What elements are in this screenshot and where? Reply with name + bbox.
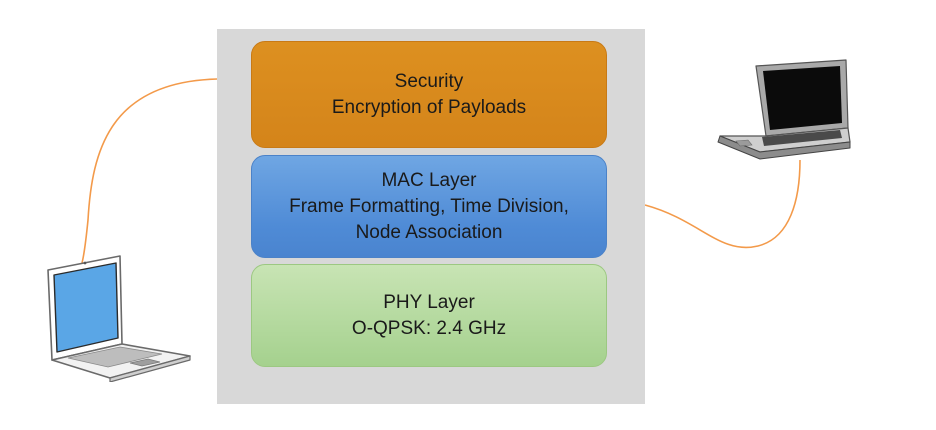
mac-layer-title: MAC Layer (381, 169, 477, 191)
mac-layer-detail-2: Node Association (355, 221, 503, 243)
security-layer-detail: Encryption of Payloads (331, 96, 527, 118)
security-layer-box: Security Encryption of Payloads (251, 41, 607, 148)
vintage-laptop-icon (717, 59, 851, 160)
mac-layer-detail-1: Frame Formatting, Time Division, (289, 195, 569, 217)
phy-layer-detail: O-QPSK: 2.4 GHz (351, 317, 507, 339)
wire-left (81, 78, 218, 264)
mac-layer-box: MAC Layer Frame Formatting, Time Divisio… (251, 155, 607, 258)
security-layer-title: Security (394, 70, 464, 92)
wire-right (644, 159, 801, 249)
modern-laptop-icon (47, 255, 191, 382)
phy-layer-box: PHY Layer O-QPSK: 2.4 GHz (251, 264, 607, 367)
phy-layer-title: PHY Layer (383, 291, 475, 313)
